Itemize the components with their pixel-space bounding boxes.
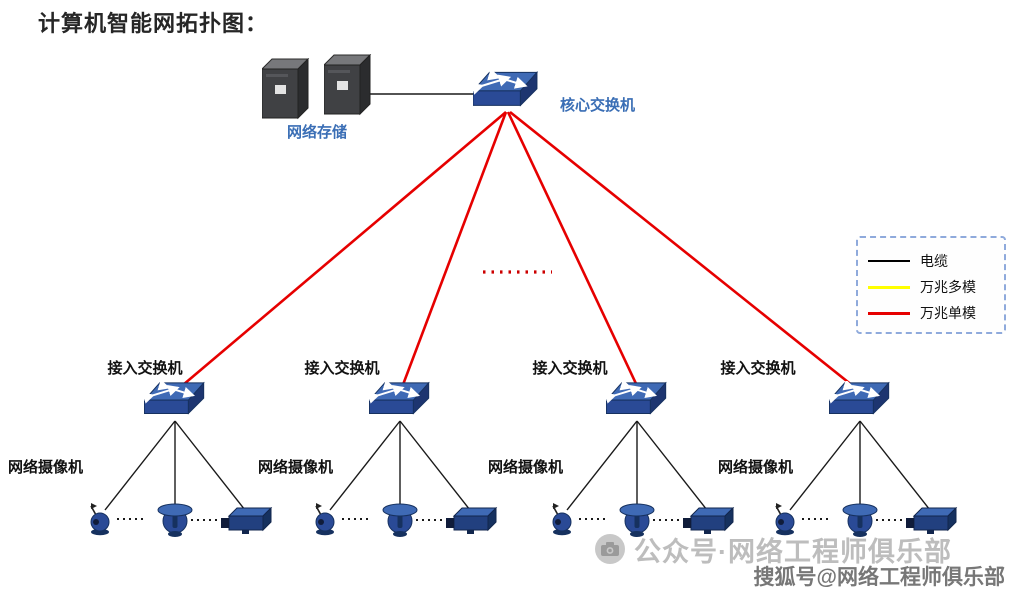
camera-cables-1 (104, 420, 246, 521)
access-switch-label: 接入交换机 (532, 360, 608, 377)
storage-server-icon (262, 58, 309, 119)
camera-cables-3 (566, 420, 708, 521)
legend-item-cable: 电缆 (868, 248, 1004, 274)
camera-group-label: 网络摄像机 (258, 459, 334, 476)
camera-group-label: 网络摄像机 (488, 459, 564, 476)
access-switch-icon (144, 383, 203, 414)
access-switch-icon (369, 383, 428, 414)
singlemode-line-swatch (868, 311, 910, 315)
multimode-line-swatch (868, 285, 910, 289)
core-switch-label: 核心交换机 (560, 97, 636, 114)
dome-camera-icon (382, 503, 418, 538)
legend-label: 万兆单模 (920, 305, 976, 321)
page-title: 计算机智能网拓扑图： (38, 11, 269, 36)
legend-item-multimode: 万兆多模 (868, 274, 1004, 300)
camera-cables-4 (789, 420, 931, 521)
core-switch-icon (473, 72, 537, 105)
camera-icon (601, 542, 619, 556)
watermark-text-1: 公众号·网络工程师俱乐部 (634, 537, 952, 567)
legend-box: 电缆 万兆多模 万兆单模 (856, 236, 1006, 334)
box-camera-icon (221, 507, 272, 535)
camera-cables-2 (329, 420, 471, 521)
box-camera-icon (446, 507, 497, 535)
access-switch-label: 接入交换机 (720, 360, 796, 377)
access-switch-icon (829, 383, 888, 414)
access-switch-label: 接入交换机 (304, 360, 380, 377)
legend-label: 电缆 (920, 253, 948, 269)
access-switch-label: 接入交换机 (107, 360, 183, 377)
camera-group-label: 网络摄像机 (718, 459, 794, 476)
storage-label: 网络存储 (286, 124, 347, 141)
watermark-text-2: 搜狐号@网络工程师俱乐部 (753, 566, 1005, 589)
camera-group-label: 网络摄像机 (8, 459, 84, 476)
storage-server-icon (324, 54, 371, 115)
legend-label: 万兆多模 (920, 279, 976, 295)
fiber-links (176, 110, 859, 392)
legend-item-singlemode: 万兆单模 (868, 300, 1004, 326)
watermark-logo (595, 534, 625, 564)
dome-camera-icon (157, 503, 193, 538)
access-switch-icon (606, 383, 665, 414)
cable-line-swatch (868, 260, 910, 262)
